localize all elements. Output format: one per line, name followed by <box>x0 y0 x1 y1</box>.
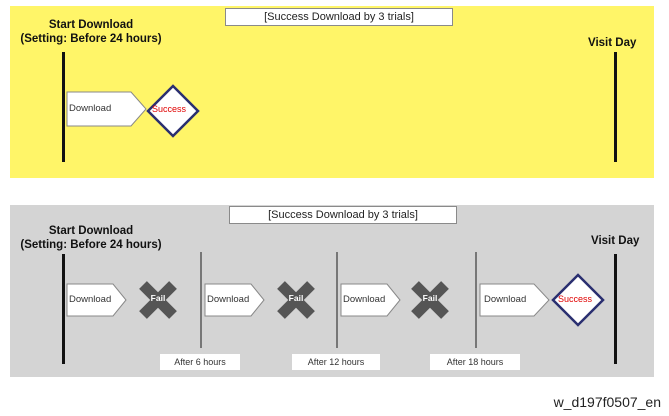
retry-line-1 <box>200 252 202 348</box>
top-visit-line <box>614 52 617 162</box>
bottom-success-diamond <box>551 273 605 327</box>
bottom-download-label-1: Download <box>69 294 112 305</box>
top-success-label: Success <box>152 104 187 114</box>
top-start-label: Start Download (Setting: Before 24 hours… <box>6 18 176 46</box>
bottom-start-line <box>62 254 65 364</box>
top-start-line2: (Setting: Before 24 hours) <box>20 33 162 45</box>
top-caption: [Success Download by 3 trials] <box>225 8 453 26</box>
top-start-line1: Start Download <box>48 19 134 31</box>
bottom-download-arrow-3 <box>340 283 401 317</box>
bottom-start-line2: (Setting: Before 24 hours) <box>20 239 162 251</box>
retry-line-3 <box>475 252 477 348</box>
bottom-start-label: Start Download (Setting: Before 24 hours… <box>6 224 176 252</box>
top-success-diamond <box>146 84 200 138</box>
bottom-caption: [Success Download by 3 trials] <box>229 206 457 224</box>
fail-x-icon <box>411 281 449 319</box>
bottom-download-arrow-2 <box>204 283 265 317</box>
bottom-visit-line <box>614 254 617 364</box>
fail-x-icon <box>277 281 315 319</box>
bottom-download-label-2: Download <box>207 294 250 305</box>
retry-line-2 <box>336 252 338 348</box>
top-download-label: Download <box>69 103 112 114</box>
bottom-download-arrow-1 <box>66 283 127 317</box>
bottom-download-arrow-4 <box>479 283 550 317</box>
after-label-3: After 18 hours <box>430 354 520 370</box>
bottom-start-line1: Start Download <box>48 225 134 237</box>
fail-marker-1: Fail <box>138 280 178 320</box>
bottom-visit-label: Visit Day <box>591 235 640 247</box>
top-start-line <box>62 52 65 162</box>
bottom-success-label: Success <box>558 294 593 304</box>
fail-marker-2: Fail <box>276 280 316 320</box>
top-download-arrow <box>66 91 147 127</box>
fail-label-2: Fail <box>288 293 304 303</box>
bottom-download-label-4: Download <box>484 294 527 305</box>
after-label-2: After 12 hours <box>292 354 380 370</box>
fail-label-3: Fail <box>422 293 438 303</box>
fail-x-icon <box>139 281 177 319</box>
after-label-1: After 6 hours <box>160 354 240 370</box>
fail-label-1: Fail <box>150 293 166 303</box>
fail-marker-3: Fail <box>410 280 450 320</box>
bottom-download-label-3: Download <box>343 294 386 305</box>
figure-id: w_d197f0507_en <box>553 394 661 410</box>
top-visit-label: Visit Day <box>588 37 637 49</box>
